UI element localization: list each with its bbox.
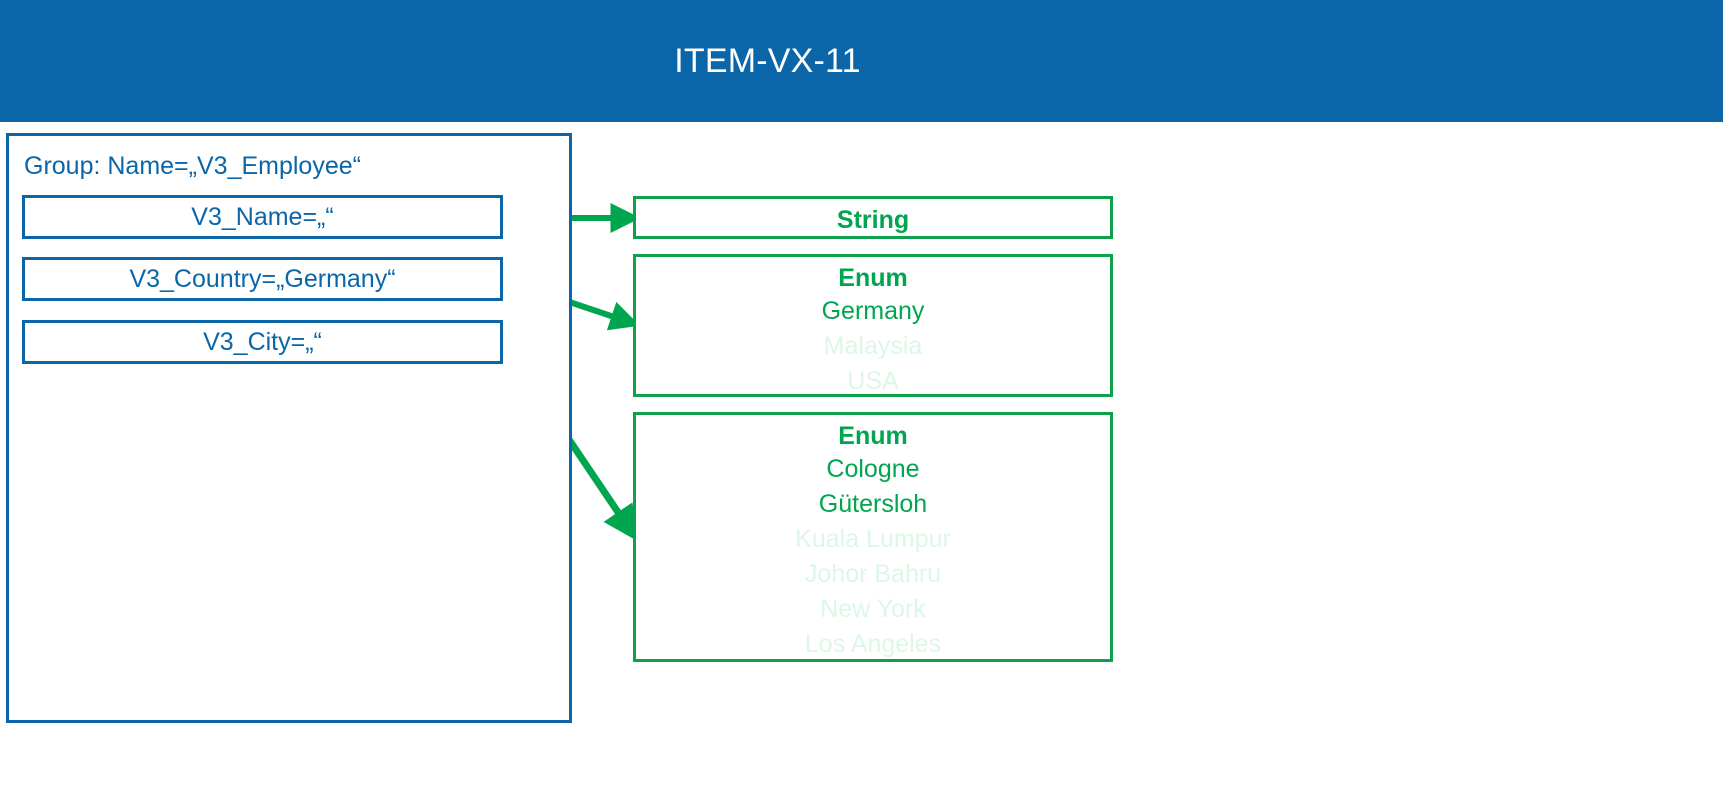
enum-option-malaysia[interactable]: Malaysia	[823, 332, 923, 360]
enum-option-kuala-lumpur[interactable]: Kuala Lumpur	[795, 525, 951, 553]
attribute-box-v3-name[interactable]: V3_Name=„“	[22, 195, 503, 239]
header-banner: ITEM-VX-11	[0, 0, 1723, 122]
type-title-enum-city: Enum	[838, 422, 908, 450]
enum-option-cologne[interactable]: Cologne	[826, 455, 920, 483]
enum-option-usa[interactable]: USA	[847, 367, 899, 395]
enum-option-germany[interactable]: Germany	[821, 297, 925, 325]
enum-option-guetersloh[interactable]: Gütersloh	[818, 490, 928, 518]
attribute-box-v3-country[interactable]: V3_Country=„Germany“	[22, 257, 503, 301]
type-box-enum-country[interactable]: Enum Germany Malaysia USA	[633, 254, 1113, 397]
enum-option-los-angeles[interactable]: Los Angeles	[804, 630, 942, 658]
type-title-string: String	[836, 206, 910, 234]
group-label: Group: Name=„V3_Employee“	[24, 152, 361, 180]
attribute-box-v3-city[interactable]: V3_City=„“	[22, 320, 503, 364]
page-title: ITEM-VX-11	[0, 0, 1723, 122]
type-box-string[interactable]: String	[633, 196, 1113, 239]
enum-option-johor-bahru[interactable]: Johor Bahru	[804, 560, 942, 588]
enum-option-new-york[interactable]: New York	[820, 595, 926, 623]
type-title-enum-country: Enum	[838, 264, 908, 292]
page-title-text: ITEM-VX-11	[674, 41, 861, 80]
type-box-enum-city[interactable]: Enum Cologne Gütersloh Kuala Lumpur Joho…	[633, 412, 1113, 662]
